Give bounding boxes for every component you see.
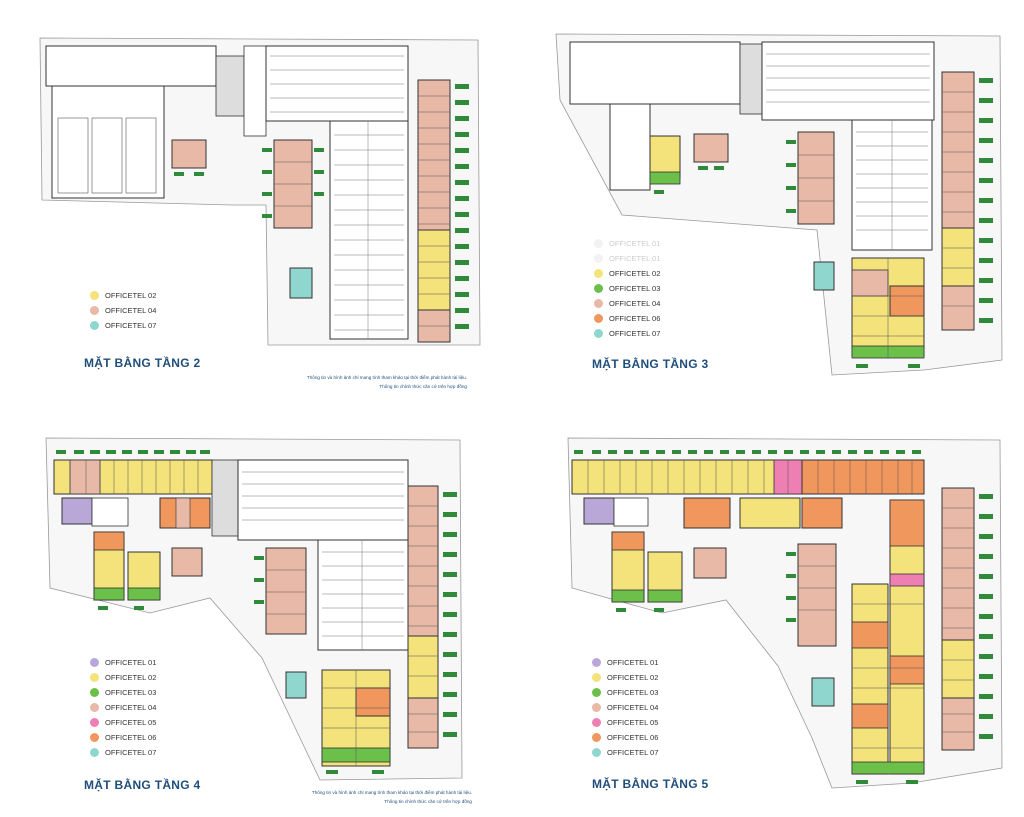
- legend-label: OFFICETEL 06: [609, 314, 661, 323]
- legend-label: OFFICETEL 06: [105, 733, 157, 742]
- legend-item: OFFICETEL 01: [90, 655, 156, 670]
- legend-item: OFFICETEL 06: [592, 730, 658, 745]
- legend-swatch: [90, 748, 99, 757]
- legend-swatch: [90, 306, 99, 315]
- legend-item: OFFICETEL 02: [90, 288, 156, 303]
- legend-swatch: [90, 733, 99, 742]
- legend-swatch: [90, 321, 99, 330]
- legend-swatch: [594, 284, 603, 293]
- legend-label: OFFICETEL 03: [105, 688, 157, 697]
- page-title-floor-2: MẶT BẰNG TẦNG 2: [84, 356, 201, 370]
- legend-label: OFFICETEL 02: [609, 269, 661, 278]
- disclaimer-line-1: Thông tin và hình ảnh chỉ mang tính tham…: [311, 790, 472, 795]
- legend-item: OFFICETEL 06: [90, 730, 156, 745]
- legend-label: OFFICETEL 07: [105, 321, 157, 330]
- legend-swatch: [592, 703, 601, 712]
- floor-plan-4-drawing: [45, 437, 463, 781]
- legend-swatch: [90, 291, 99, 300]
- floor-plan-3-drawing: [555, 33, 1003, 376]
- legend-panel-4: OFFICETEL 01 OFFICETEL 02 OFFICETEL 03 O…: [90, 655, 156, 760]
- legend-label: OFFICETEL 04: [105, 703, 157, 712]
- legend-panel-2: OFFICETEL 02 OFFICETEL 04 OFFICETEL 07: [90, 288, 156, 333]
- legend-label: OFFICETEL 01: [607, 658, 659, 667]
- legend-item: OFFICETEL 06: [594, 311, 660, 326]
- legend-swatch: [90, 658, 99, 667]
- disclaimer-panel-4: Thông tin và hình ảnh chỉ mang tính tham…: [172, 788, 472, 806]
- floor-plan-panel-2: OFFICETEL 02 OFFICETEL 04 OFFICETEL 07 M…: [0, 0, 512, 408]
- legend-label: OFFICETEL 07: [105, 748, 157, 757]
- legend-item-faded: OFFICETEL 01: [594, 236, 660, 251]
- legend-item: OFFICETEL 02: [90, 670, 156, 685]
- floor-plan-panel-3: OFFICETEL 01 OFFICETEL 01 OFFICETEL 02 O…: [512, 0, 1024, 408]
- page-title-floor-5: MẶT BẰNG TẦNG 5: [592, 777, 709, 791]
- legend-label: OFFICETEL 07: [609, 329, 661, 338]
- legend-item: OFFICETEL 07: [90, 745, 156, 760]
- legend-item: OFFICETEL 03: [594, 281, 660, 296]
- legend-item: OFFICETEL 07: [594, 326, 660, 341]
- legend-item: OFFICETEL 04: [90, 700, 156, 715]
- legend-label: OFFICETEL 02: [607, 673, 659, 682]
- legend-label: OFFICETEL 02: [105, 291, 157, 300]
- legend-item: OFFICETEL 02: [594, 266, 660, 281]
- legend-swatch: [592, 718, 601, 727]
- page-title-floor-3: MẶT BẰNG TẦNG 3: [592, 357, 709, 371]
- page-title-floor-4: MẶT BẰNG TẦNG 4: [84, 778, 201, 792]
- legend-label: OFFICETEL 03: [609, 284, 661, 293]
- legend-label: OFFICETEL 02: [105, 673, 157, 682]
- legend-item: OFFICETEL 02: [592, 670, 658, 685]
- legend-swatch: [594, 269, 603, 278]
- legend-label: OFFICETEL 07: [607, 748, 659, 757]
- legend-swatch: [594, 314, 603, 323]
- floor-plan-2-drawing: [39, 37, 481, 346]
- disclaimer-line-2: Thông tin chính thức căn cứ trên hợp đồn…: [379, 384, 467, 389]
- legend-label: OFFICETEL 01: [609, 239, 661, 248]
- legend-label: OFFICETEL 04: [609, 299, 661, 308]
- legend-swatch: [592, 688, 601, 697]
- legend-item: OFFICETEL 04: [594, 296, 660, 311]
- legend-swatch: [592, 658, 601, 667]
- legend-label: OFFICETEL 05: [105, 718, 157, 727]
- legend-item: OFFICETEL 03: [592, 685, 658, 700]
- legend-swatch: [592, 733, 601, 742]
- disclaimer-panel-2: Thông tin và hình ảnh chỉ mang tính tham…: [167, 373, 467, 391]
- floor-plan-panel-5: OFFICETEL 01 OFFICETEL 02 OFFICETEL 03 O…: [512, 408, 1024, 817]
- legend-item-faded: OFFICETEL 01: [594, 251, 660, 266]
- floor-plan-5-drawing: [567, 437, 1003, 789]
- legend-item: OFFICETEL 04: [592, 700, 658, 715]
- legend-item: OFFICETEL 05: [90, 715, 156, 730]
- legend-swatch: [90, 703, 99, 712]
- legend-label: OFFICETEL 04: [105, 306, 157, 315]
- legend-item: OFFICETEL 07: [592, 745, 658, 760]
- legend-swatch: [594, 329, 603, 338]
- legend-panel-5: OFFICETEL 01 OFFICETEL 02 OFFICETEL 03 O…: [592, 655, 658, 760]
- legend-swatch: [592, 673, 601, 682]
- legend-item: OFFICETEL 03: [90, 685, 156, 700]
- legend-swatch: [594, 299, 603, 308]
- legend-swatch: [592, 748, 601, 757]
- legend-panel-3: OFFICETEL 01 OFFICETEL 01 OFFICETEL 02 O…: [594, 236, 660, 341]
- legend-label: OFFICETEL 01: [609, 254, 661, 263]
- legend-swatch: [90, 718, 99, 727]
- legend-swatch: [594, 239, 603, 248]
- legend-label: OFFICETEL 06: [607, 733, 659, 742]
- legend-swatch: [594, 254, 603, 263]
- legend-item: OFFICETEL 07: [90, 318, 156, 333]
- legend-label: OFFICETEL 01: [105, 658, 157, 667]
- legend-item: OFFICETEL 05: [592, 715, 658, 730]
- legend-swatch: [90, 673, 99, 682]
- legend-swatch: [90, 688, 99, 697]
- legend-item: OFFICETEL 01: [592, 655, 658, 670]
- legend-label: OFFICETEL 03: [607, 688, 659, 697]
- legend-item: OFFICETEL 04: [90, 303, 156, 318]
- floor-plan-panel-4: OFFICETEL 01 OFFICETEL 02 OFFICETEL 03 O…: [0, 408, 512, 817]
- disclaimer-line-1: Thông tin và hình ảnh chỉ mang tính tham…: [306, 375, 467, 380]
- legend-label: OFFICETEL 04: [607, 703, 659, 712]
- legend-label: OFFICETEL 05: [607, 718, 659, 727]
- disclaimer-line-2: Thông tin chính thức căn cứ trên hợp đồn…: [384, 799, 472, 804]
